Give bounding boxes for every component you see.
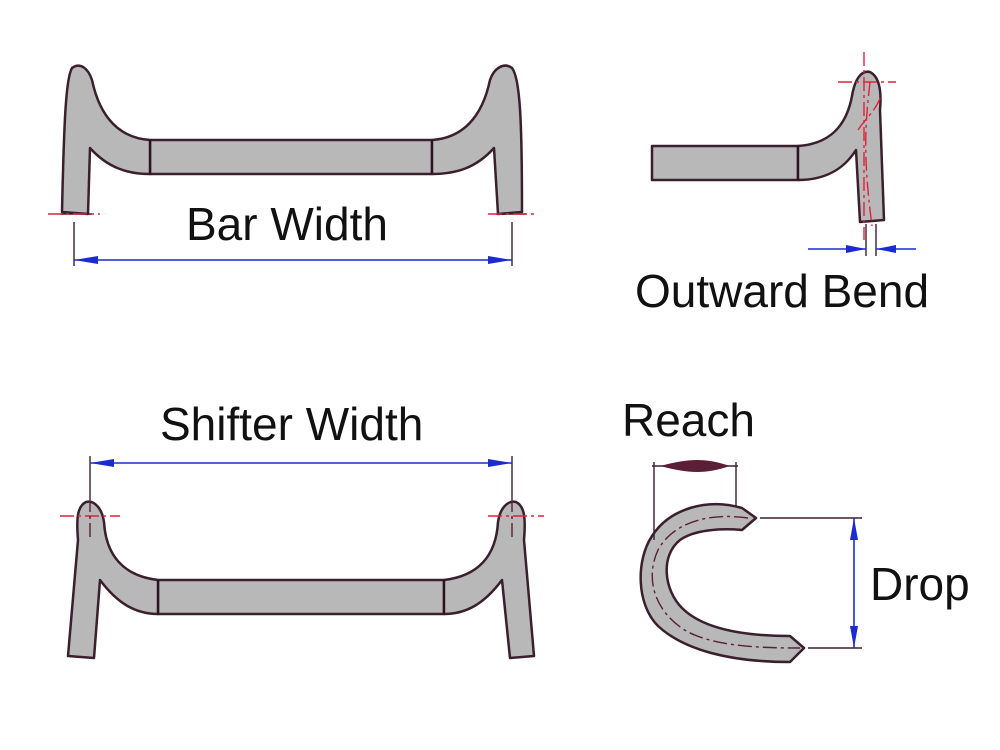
bar-width-center-tube [148,138,434,176]
outward-bend-panel: Outward Bend [635,52,929,317]
shifter-width-center-tube [156,578,446,616]
bar-width-right-drop [430,64,524,216]
bar-width-panel: Bar Width [48,64,538,266]
reach-dimension-mark [660,460,730,472]
bar-width-left-drop [60,64,152,216]
outward-bend-bar [650,144,800,182]
reach-label: Reach [622,394,755,446]
drop-label: Drop [870,558,970,610]
shifter-width-left-drop [66,500,160,660]
reach-drop-hook [639,502,806,664]
shifter-width-label: Shifter Width [160,398,423,450]
bar-width-label: Bar Width [186,198,388,250]
shifter-width-right-drop [442,500,536,660]
outward-bend-label: Outward Bend [635,265,929,317]
outward-bend-drop [796,70,886,224]
shifter-width-panel: Shifter Width [60,398,544,660]
reach-drop-panel: Reach Drop [622,394,970,664]
